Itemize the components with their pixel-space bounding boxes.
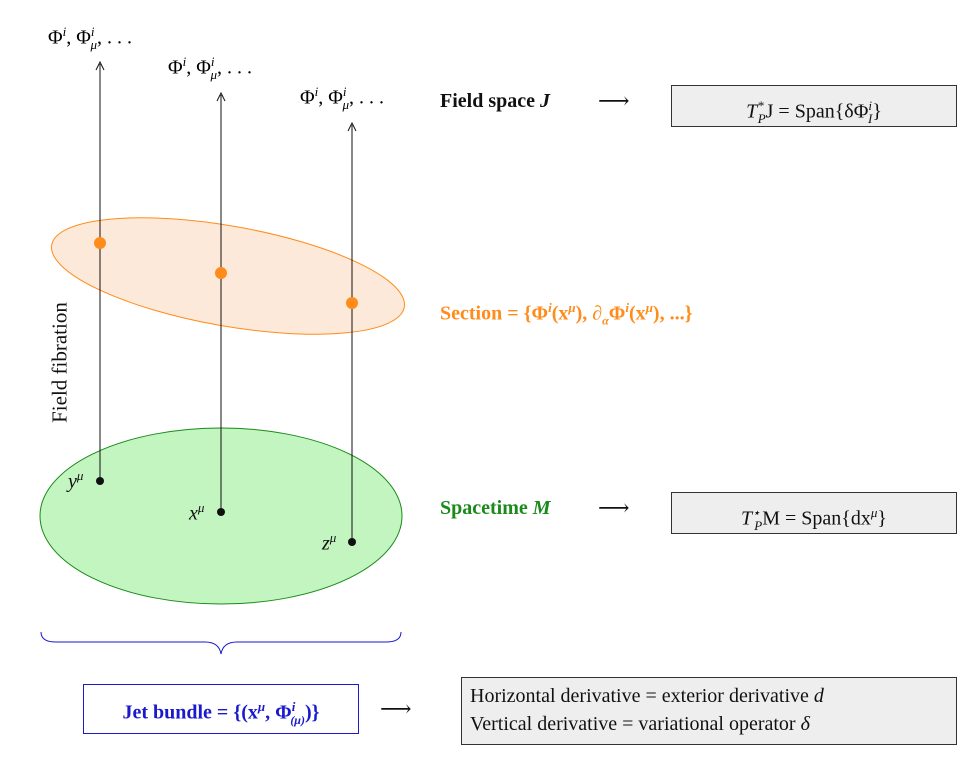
fiber-arrowhead-left — [95, 60, 105, 71]
field-space-label: Field space J — [440, 90, 550, 112]
spacetime-label: Spacetime M — [440, 497, 551, 519]
fiber-arrowhead-right — [347, 121, 357, 132]
vertical-derivative-line: Vertical derivative = variational operat… — [470, 713, 810, 735]
jet-bundle-brace — [40, 631, 402, 655]
horizontal-derivative-line: Horizontal derivative = exterior derivat… — [470, 685, 824, 707]
section-point-right — [346, 297, 358, 309]
fiber-label-left: Φi, Φiμ, . . . — [48, 24, 133, 52]
field-space-arrow: ⟶ — [598, 88, 630, 113]
field-fibration-label: Field fibration — [47, 302, 72, 423]
spacetime-point-x — [217, 508, 225, 516]
spacetime-cotangent-box: T⋆PM = Span{dxμ} — [671, 492, 957, 534]
spacetime-point-z — [348, 538, 356, 546]
section-label: Section = {Φi(xμ), ∂αΦi(xμ), ...} — [440, 300, 693, 328]
jet-bundle-arrow: ⟶ — [380, 696, 412, 721]
fiber-arrowhead-middle — [216, 91, 226, 102]
derivatives-box: Horizontal derivative = exterior derivat… — [461, 677, 957, 745]
section-point-left — [94, 237, 106, 249]
point-label-x: xμ — [189, 500, 205, 525]
section-ellipse — [51, 217, 405, 335]
fiber-label-middle: Φi, Φiμ, . . . — [168, 54, 253, 82]
spacetime-arrow: ⟶ — [598, 495, 630, 520]
point-label-z: zμ — [322, 530, 337, 555]
fiber-label-right: Φi, Φiμ, . . . — [300, 84, 385, 112]
spacetime-point-y — [96, 477, 104, 485]
point-label-y: yμ — [68, 468, 84, 493]
field-space-cotangent-box: T*PJ = Span{δΦiI} — [671, 85, 957, 127]
jet-bundle-box: Jet bundle = {(xμ, Φi(μ))} — [83, 684, 359, 734]
section-point-middle — [215, 267, 227, 279]
